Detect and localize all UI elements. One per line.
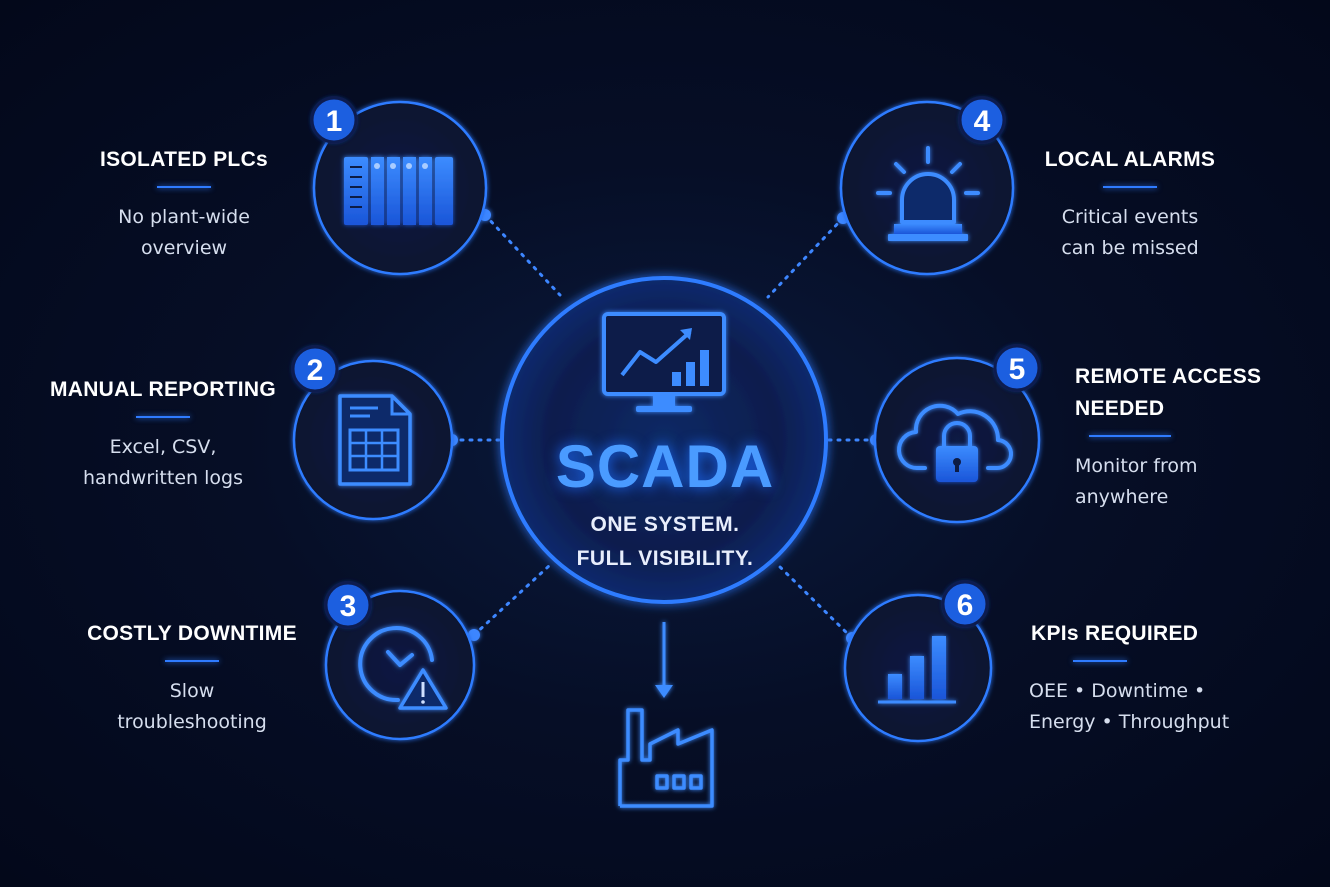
node-title-4: LOCAL ALARMS xyxy=(1044,148,1216,171)
badge-number-6: 6 xyxy=(957,589,974,622)
badge-4: 4 xyxy=(958,96,1006,144)
node-circles xyxy=(292,100,1041,743)
node-rule-1 xyxy=(157,186,211,188)
node-title-5b: NEEDED xyxy=(1075,397,1165,420)
connector-dot-3 xyxy=(468,629,480,641)
node-label-5: REMOTE ACCESS NEEDED Monitor from anywhe… xyxy=(1075,361,1305,513)
node-desc-1b: overview xyxy=(140,237,228,259)
node-desc-5b: anywhere xyxy=(1075,486,1169,508)
center-title: SCADA xyxy=(555,433,775,500)
center-subtitle-line2: FULL VISIBILITY. xyxy=(576,547,754,570)
spreadsheet-document-icon xyxy=(338,394,412,486)
node-desc-5a: Monitor from xyxy=(1075,455,1198,477)
node-title-3: COSTLY DOWNTIME xyxy=(87,622,297,645)
plc-rack-icon xyxy=(344,157,453,225)
scada-hub xyxy=(500,276,828,604)
node-label-1: ISOLATED PLCs No plant-wide overview xyxy=(74,144,294,264)
node-label-6: KPIs REQUIRED OEE • Downtime • Energy • … xyxy=(1015,618,1265,738)
node-rule-2 xyxy=(136,416,190,418)
badge-number-2: 2 xyxy=(307,354,324,387)
node-desc-4a: Critical events xyxy=(1061,206,1199,228)
connectors xyxy=(450,213,878,640)
center-subtitle-line1: ONE SYSTEM. xyxy=(590,513,740,536)
badge-number-5: 5 xyxy=(1009,353,1026,386)
arrow-down-icon xyxy=(655,622,673,698)
cloud-lock-icon xyxy=(896,403,1014,482)
monitor-chart-icon xyxy=(602,312,726,412)
node-rule-6 xyxy=(1073,660,1127,662)
node-title-2: MANUAL REPORTING xyxy=(49,378,277,401)
node-title-5a: REMOTE ACCESS xyxy=(1075,365,1262,388)
node-rule-5 xyxy=(1089,435,1171,437)
alarm-beacon-icon xyxy=(876,146,980,241)
connector-4 xyxy=(766,216,845,299)
connector-3 xyxy=(472,563,552,637)
node-desc-2a: Excel, CSV, xyxy=(109,436,217,458)
clock-warning-icon xyxy=(358,626,448,710)
node-title-1: ISOLATED PLCs xyxy=(99,148,269,171)
node-desc-6b: Energy • Throughput xyxy=(1029,711,1230,733)
node-rule-4 xyxy=(1103,186,1157,188)
node-circle-5 xyxy=(873,356,1041,524)
node-label-2: MANUAL REPORTING Excel, CSV, handwritten… xyxy=(40,374,286,494)
node-desc-1a: No plant-wide xyxy=(118,206,250,228)
badge-number-1: 1 xyxy=(326,105,343,138)
center-subtitle: ONE SYSTEM. FULL VISIBILITY. xyxy=(500,508,830,576)
badge-1: 1 xyxy=(310,96,358,144)
node-desc-3b: troubleshooting xyxy=(117,711,267,733)
node-desc-6a: OEE • Downtime • xyxy=(1029,680,1206,702)
connector-1 xyxy=(483,213,562,297)
node-label-3: COSTLY DOWNTIME Slow troubleshooting xyxy=(74,618,310,738)
node-label-4: LOCAL ALARMS Critical events can be miss… xyxy=(1030,144,1230,264)
node-desc-3a: Slow xyxy=(169,680,215,702)
bar-chart-icon xyxy=(878,636,956,704)
node-desc-2b: handwritten logs xyxy=(83,467,243,489)
badge-2: 2 xyxy=(291,345,339,393)
badge-number-4: 4 xyxy=(974,105,991,138)
node-rule-3 xyxy=(165,660,219,662)
badge-3: 3 xyxy=(324,581,372,629)
connector-6 xyxy=(776,563,854,640)
node-desc-4b: can be missed xyxy=(1061,237,1199,259)
badges: 1 2 3 4 5 6 xyxy=(291,96,1041,629)
node-title-6: KPIs REQUIRED xyxy=(1031,622,1199,645)
badge-6: 6 xyxy=(941,580,989,628)
badge-number-3: 3 xyxy=(340,590,357,623)
factory-icon xyxy=(618,708,714,808)
badge-5: 5 xyxy=(993,344,1041,392)
